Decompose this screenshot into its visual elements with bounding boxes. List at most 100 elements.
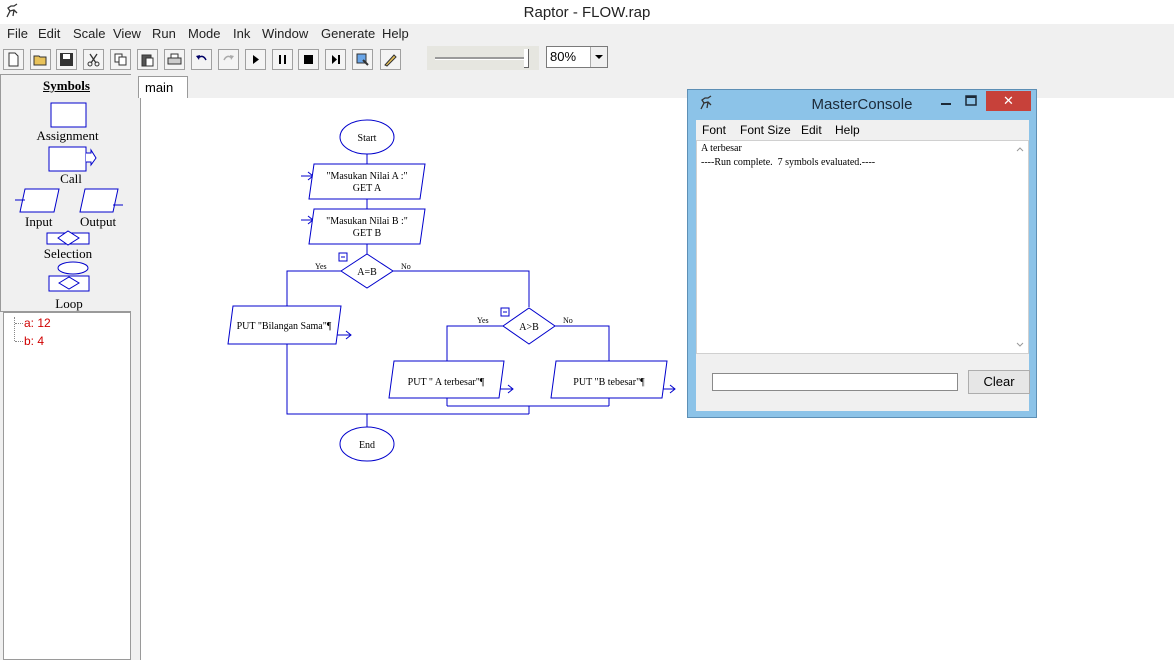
yes-label: Yes <box>477 316 489 325</box>
loop-label: Loop <box>55 296 83 311</box>
undo-icon[interactable] <box>191 49 212 70</box>
console-menu-help[interactable]: Help <box>835 123 860 137</box>
tree-connector <box>15 341 23 342</box>
menu-scale[interactable]: Scale <box>73 26 106 41</box>
redo-icon[interactable] <box>218 49 239 70</box>
pen-icon[interactable] <box>380 49 401 70</box>
output-equal-label: PUT "Bilangan Sama"¶ <box>237 321 332 332</box>
decision-a-equals-b[interactable] <box>340 253 394 289</box>
console-body: A terbesar ----Run complete. 7 symbols e… <box>696 140 1030 411</box>
symbols-header: Symbols <box>43 78 90 93</box>
end-terminal[interactable] <box>339 426 395 462</box>
variables-panel: a: 12 b: 4 <box>3 312 131 660</box>
maximize-icon[interactable] <box>960 92 982 110</box>
tab-main[interactable]: main <box>138 76 188 98</box>
output-symbol[interactable] <box>79 188 119 213</box>
speed-slider-thumb[interactable] <box>524 49 529 68</box>
input-label: Input <box>25 214 53 229</box>
window-title: Raptor - FLOW.rap <box>523 4 651 21</box>
console-input[interactable] <box>712 373 958 391</box>
console-output-line: ----Run complete. 7 symbols evaluated.--… <box>701 157 876 168</box>
print-icon[interactable] <box>164 49 185 70</box>
input-a-box[interactable] <box>308 163 426 200</box>
symbol-shapes <box>15 102 123 292</box>
decision-a-greater-b[interactable] <box>502 307 556 345</box>
no-label: No <box>563 316 573 325</box>
menu-view[interactable]: View <box>113 26 141 41</box>
step-icon[interactable] <box>325 49 346 70</box>
start-label: Start <box>358 133 377 144</box>
speed-slider[interactable] <box>427 46 539 70</box>
stop-icon[interactable] <box>298 49 319 70</box>
decision-a-greater-b-label: A>B <box>519 322 539 333</box>
console-menu-edit[interactable]: Edit <box>801 123 822 137</box>
input-b-variable: GET B <box>353 228 382 239</box>
symbols-panel: Symbols Assignment Call Input Output Sel… <box>0 74 133 312</box>
input-symbol[interactable] <box>19 188 60 213</box>
new-file-icon[interactable] <box>3 49 24 70</box>
no-label: No <box>401 262 411 271</box>
console-output[interactable]: A terbesar ----Run complete. 7 symbols e… <box>696 140 1029 354</box>
chevron-down-icon[interactable] <box>590 47 607 67</box>
paste-icon[interactable] <box>137 49 158 70</box>
output-label: Output <box>80 214 117 229</box>
output-a-box[interactable] <box>388 360 505 399</box>
clear-button[interactable]: Clear <box>968 370 1030 394</box>
end-label: End <box>359 440 375 451</box>
input-b-box[interactable] <box>308 208 426 245</box>
raptor-app-icon[interactable] <box>4 3 20 19</box>
call-symbol[interactable] <box>48 146 87 172</box>
variable-a: a: 12 <box>24 316 51 330</box>
start-terminal[interactable] <box>339 119 395 155</box>
yes-label: Yes <box>315 262 327 271</box>
variable-b: b: 4 <box>24 334 45 348</box>
menu-edit[interactable]: Edit <box>38 26 61 41</box>
call-label: Call <box>60 171 82 186</box>
panel-divider[interactable] <box>131 74 140 660</box>
open-folder-icon[interactable] <box>30 49 51 70</box>
console-menu-bar: Font Font Size Edit Help <box>696 120 1029 140</box>
menu-bar: File Edit Scale View Run Mode Ink Window… <box>0 24 1174 44</box>
copy-icon[interactable] <box>110 49 131 70</box>
console-menu-font[interactable]: Font <box>702 123 727 137</box>
tab-main-label: main <box>145 80 174 95</box>
console-scrollbar[interactable] <box>1012 141 1028 353</box>
console-title: MasterConsole <box>811 96 913 113</box>
minimize-icon[interactable] <box>935 92 957 110</box>
selection-label: Selection <box>43 246 93 261</box>
input-b-prompt: "Masukan Nilai B :" <box>326 216 408 227</box>
speed-slider-track <box>435 57 525 60</box>
input-a-variable: GET A <box>353 183 382 194</box>
output-a-label: PUT " A terbesar"¶ <box>408 377 485 388</box>
save-icon[interactable] <box>56 49 77 70</box>
decision-a-equals-b-label: A=B <box>357 267 377 278</box>
zoom-select[interactable]: 80% <box>546 46 608 68</box>
flowchart-diagram: Start "Masukan Nilai A :" GET A "Masukan… <box>227 119 676 462</box>
master-console-window: MasterConsole ✕ Font Font Size Edit Help… <box>687 89 1037 418</box>
zoom-value: 80% <box>550 49 577 64</box>
panel-gap <box>0 312 3 660</box>
input-a-prompt: "Masukan Nilai A :" <box>326 171 407 182</box>
loop-symbol[interactable] <box>57 261 89 275</box>
close-icon[interactable]: ✕ <box>986 91 1031 111</box>
menu-mode[interactable]: Mode <box>188 26 221 41</box>
pause-icon[interactable] <box>272 49 293 70</box>
output-b-label: PUT "B tebesar"¶ <box>573 377 645 388</box>
assignment-symbol[interactable] <box>50 102 87 128</box>
generate-icon[interactable] <box>352 49 373 70</box>
tree-connector <box>14 317 15 341</box>
menu-help[interactable]: Help <box>382 26 409 41</box>
menu-window[interactable]: Window <box>262 26 309 41</box>
cut-icon[interactable] <box>83 49 104 70</box>
raptor-app-icon[interactable] <box>698 95 714 111</box>
output-b-box[interactable] <box>550 360 668 399</box>
menu-run[interactable]: Run <box>152 26 176 41</box>
console-menu-font-size[interactable]: Font Size <box>740 123 791 137</box>
output-equal-box[interactable] <box>227 305 342 345</box>
menu-generate[interactable]: Generate <box>321 26 376 41</box>
menu-ink[interactable]: Ink <box>233 26 251 41</box>
play-icon[interactable] <box>245 49 266 70</box>
menu-file[interactable]: File <box>7 26 28 41</box>
console-output-line: A terbesar <box>701 143 742 154</box>
tree-connector <box>15 323 23 324</box>
